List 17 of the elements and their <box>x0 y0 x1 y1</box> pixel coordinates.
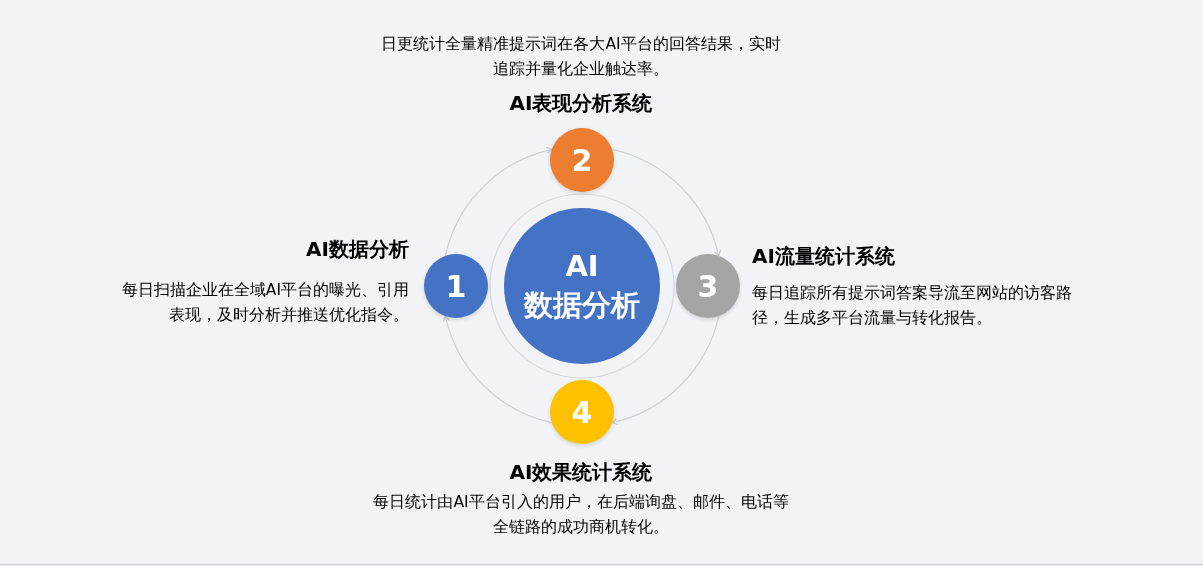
cycle-arrow <box>444 147 553 257</box>
step-number-circle: 3 <box>676 254 740 318</box>
system-heading: AI数据分析 <box>305 236 409 263</box>
cycle-arrow <box>611 315 720 425</box>
center-circle: AI 数据分析 <box>504 208 660 364</box>
description-text: 日更统计全量精准提示词在各大AI平台的回答结果，实时追踪并量化企业触达率。 <box>381 34 781 80</box>
step-number-circle: 4 <box>550 380 614 444</box>
system-heading: AI流量统计系统 <box>752 243 896 270</box>
cycle-arrow <box>611 148 721 257</box>
description-text: 每日扫描企业在全域AI平台的曝光、引用表现，及时分析并推送优化指令。 <box>120 280 409 326</box>
step-number-circle: 2 <box>550 128 614 192</box>
description-text: 每日追踪所有提示词答案导流至网站的访客路径，生成多平台流量与转化报告。 <box>752 283 1073 329</box>
system-heading: AI表现分析系统 <box>508 90 654 117</box>
system-heading: AI效果统计系统 <box>508 459 654 486</box>
step-number-circle: 1 <box>424 254 488 318</box>
cycle-arrow <box>443 315 553 424</box>
description-text: 每日统计由AI平台引入的用户，在后端询盘、邮件、电话等全链路的成功商机转化。 <box>372 492 790 538</box>
